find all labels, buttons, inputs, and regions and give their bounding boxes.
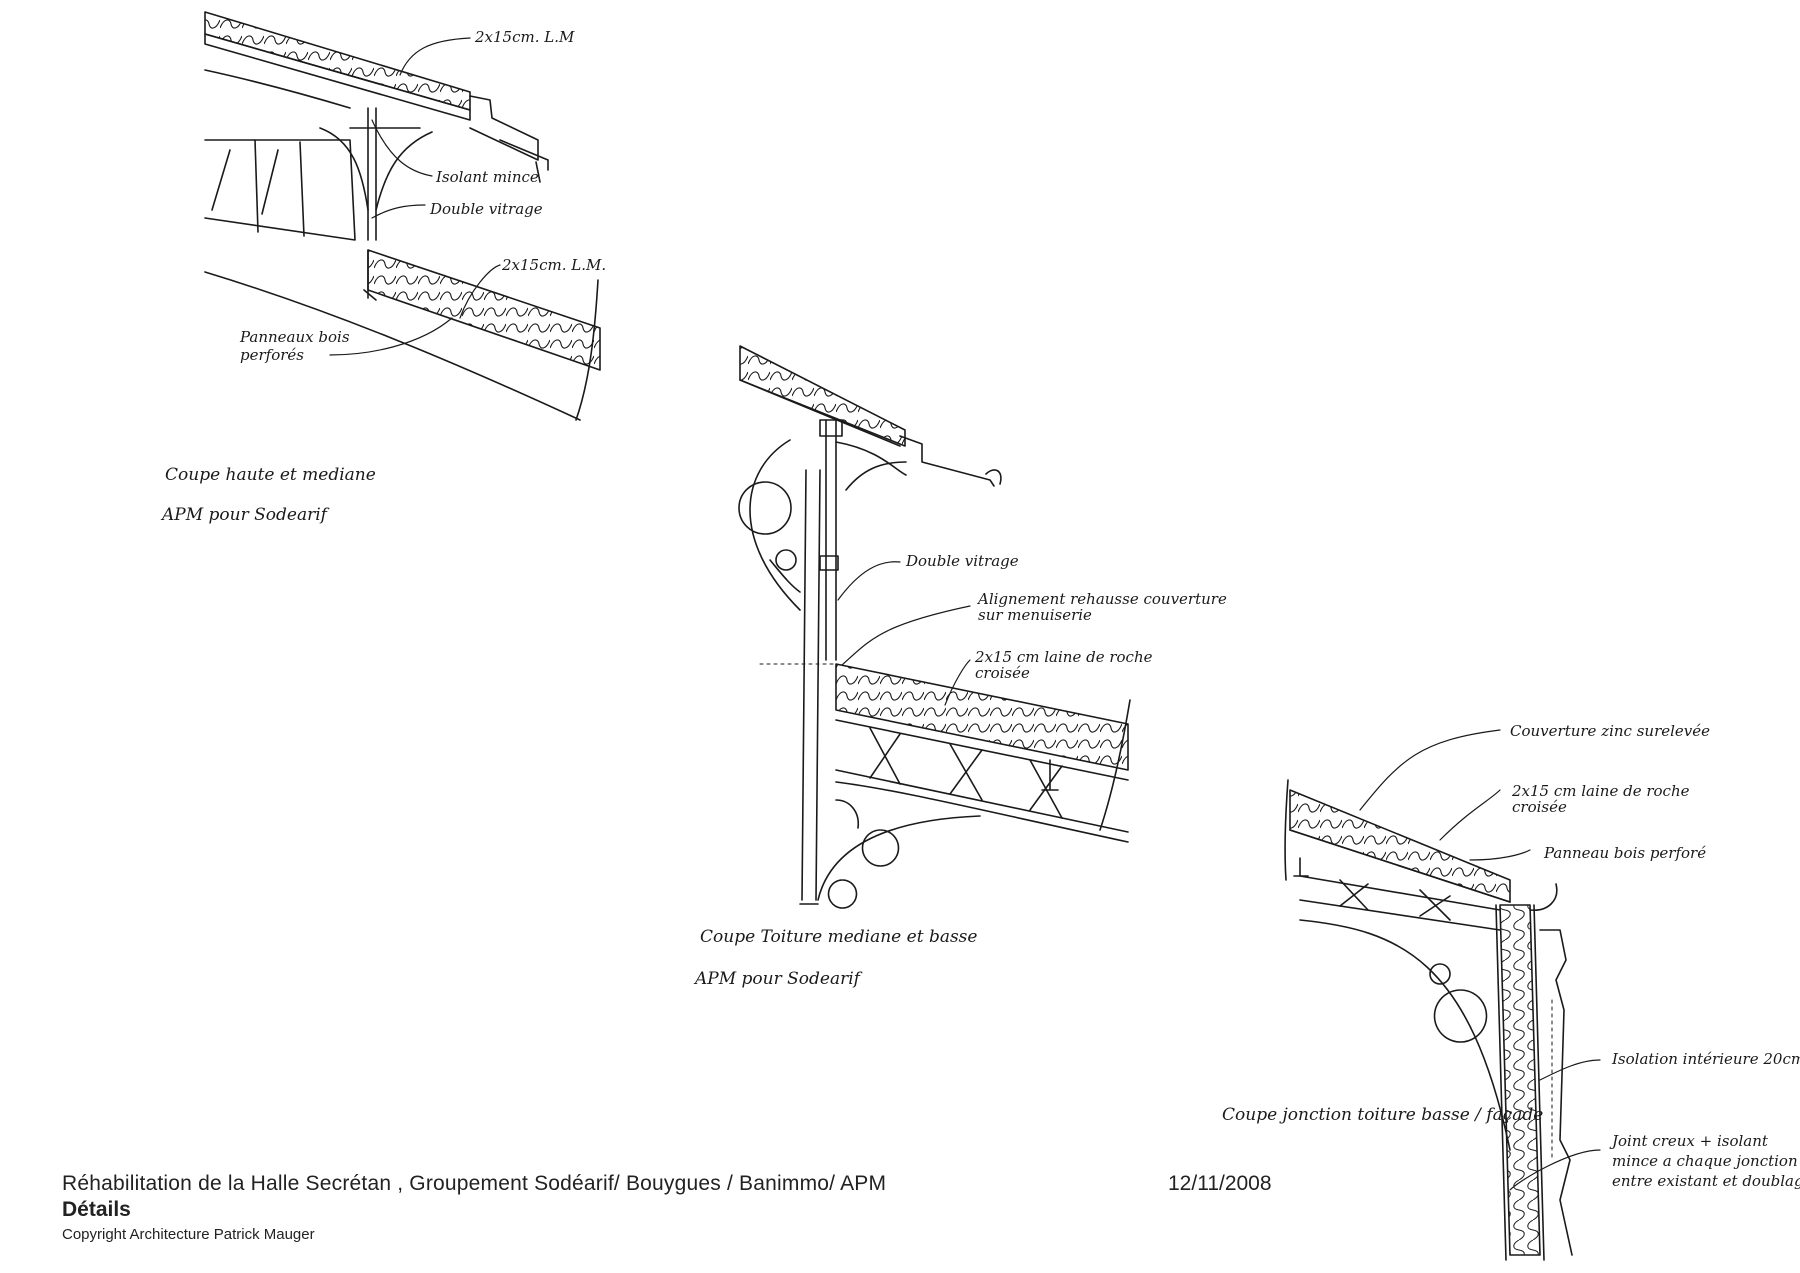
- detail-2-column: [801, 469, 807, 901]
- caption-3: Coupe jonction toiture basse / façade: [1222, 1105, 1543, 1125]
- label-insulation-line2: croisée: [975, 664, 1030, 682]
- detail-2-upper-insulation: [739, 345, 906, 447]
- label-insulation-line1: 2x15 cm laine de roche: [1511, 782, 1690, 800]
- detail-3-wall-insulation: [1499, 904, 1541, 1256]
- detail-2-lower-bracket: [835, 781, 1129, 843]
- label-joint-line2: mince a chaque jonction: [1612, 1152, 1798, 1170]
- title-block: Réhabilitation de la Halle Secrétan , Gr…: [62, 1172, 886, 1243]
- caption-1-line2: APM pour Sodearif: [160, 505, 330, 525]
- label-alignment-line1: Alignement rehausse couverture: [976, 590, 1227, 608]
- caption-2-line2: APM pour Sodearif: [693, 969, 863, 989]
- leader-lines: [329, 37, 1601, 1191]
- label-lower-insulation: 2x15cm. L.M.: [501, 256, 606, 274]
- detail-1-glazing-frame: [204, 139, 356, 241]
- label-insulation-line2: croisée: [1512, 798, 1567, 816]
- detail-2-lower-insulation: [835, 663, 1129, 771]
- label-joint-line3: entre existant et doublage: [1612, 1172, 1800, 1190]
- label-roofing: Couverture zinc surelevée: [1510, 722, 1710, 740]
- label-insulation-line1: 2x15 cm laine de roche: [974, 648, 1153, 666]
- detail-2-labels: Double vitrage Alignement rehausse couve…: [693, 552, 1227, 989]
- caption-2-line1: Coupe Toiture mediane et basse: [700, 927, 977, 947]
- detail-3-labels: Couverture zinc surelevée 2x15 cm laine …: [1222, 722, 1800, 1190]
- detail-1-labels: 2x15cm. L.M Isolant mince Double vitrage…: [160, 28, 606, 525]
- detail-1-section: [204, 11, 601, 421]
- label-glazing: Double vitrage: [429, 200, 543, 218]
- label-panel: Panneau bois perforé: [1543, 844, 1706, 862]
- project-title: Réhabilitation de la Halle Secrétan , Gr…: [62, 1172, 887, 1195]
- label-interior-insulation: Isolation intérieure 20cm.: [1611, 1050, 1800, 1068]
- label-glazing: Double vitrage: [905, 552, 1019, 570]
- detail-3-roof-insulation: [1289, 789, 1511, 903]
- sheet-subtitle: Détails: [62, 1198, 131, 1221]
- detail-2-left-bracket: [749, 439, 801, 611]
- detail-1-bracket: [319, 127, 369, 211]
- label-panels-line2: perforés: [240, 346, 304, 364]
- label-alignment-line2: sur menuiserie: [978, 606, 1092, 624]
- label-joint-line1: Joint creux + isolant: [1609, 1132, 1769, 1150]
- label-top-insulation: 2x15cm. L.M: [474, 28, 575, 46]
- label-thin-insulation: Isolant mince: [435, 168, 539, 186]
- copyright-notice: Copyright Architecture Patrick Mauger: [62, 1226, 315, 1243]
- sheet-date: 12/11/2008: [1168, 1172, 1272, 1195]
- caption-1-line1: Coupe haute et mediane: [165, 465, 376, 485]
- detail-2-section: [738, 345, 1131, 909]
- detail-3-section: [1284, 779, 1573, 1261]
- detail-1-upper-insulation: [204, 11, 471, 111]
- detail-3-bracket: [1299, 919, 1511, 1151]
- label-panels-line1: Panneaux bois: [239, 328, 350, 346]
